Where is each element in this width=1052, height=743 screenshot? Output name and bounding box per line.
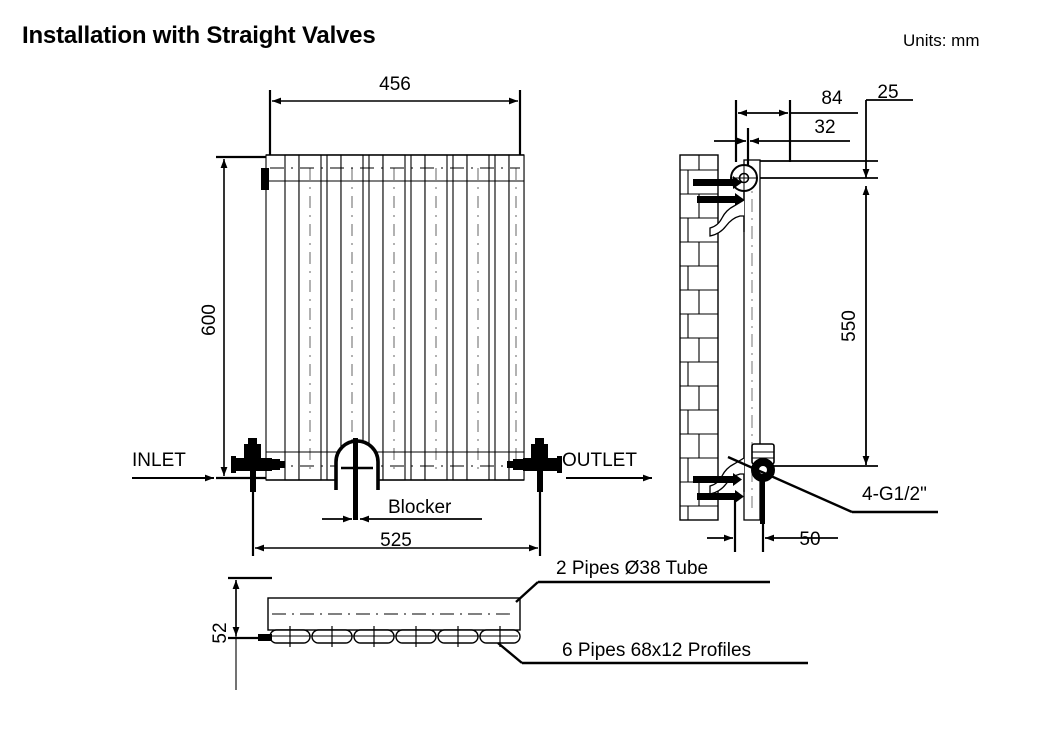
plan-profile-row <box>269 629 521 644</box>
dim-width-456: 456 <box>268 74 522 165</box>
outlet-marker: OUTLET <box>562 450 652 482</box>
wall-anchor-bottom <box>693 473 744 503</box>
inlet-marker: INLET <box>132 450 214 482</box>
tube-note: 2 Pipes Ø38 Tube <box>556 558 708 579</box>
dim-valve-centers-525: 525 <box>251 480 542 556</box>
plan-left-cap <box>258 634 272 641</box>
top-header-rail <box>261 154 524 190</box>
dim-84: 84 <box>734 88 858 162</box>
page-title: Installation with Straight Valves <box>22 22 376 49</box>
dim-50: 50 <box>707 496 838 552</box>
blocker-part <box>334 438 380 520</box>
front-view: 456 600 <box>132 74 652 556</box>
tube-profiles <box>284 154 525 481</box>
blocker-leader: Blocker <box>322 497 482 523</box>
dim-25-value: 25 <box>877 82 898 103</box>
dim-550-value: 550 <box>839 310 860 342</box>
profile-note: 6 Pipes 68x12 Profiles <box>562 640 751 661</box>
dim-25: 25 <box>760 82 913 179</box>
dim-height-value: 600 <box>199 304 220 336</box>
wall-anchor-top <box>693 176 744 206</box>
plan-header-tube <box>267 597 521 631</box>
outlet-label: OUTLET <box>562 450 637 471</box>
dim-52-value: 52 <box>210 622 231 643</box>
bottom-header-rail <box>240 451 552 481</box>
dim-32-value: 32 <box>814 117 835 138</box>
dim-valve-centers-value: 525 <box>380 530 412 551</box>
dim-width-value: 456 <box>379 74 411 95</box>
side-view: 84 32 25 550 <box>679 82 938 552</box>
plan-profile-centermarks <box>272 626 518 647</box>
tube-note-leader: 2 Pipes Ø38 Tube <box>515 558 770 603</box>
thread-label: 4-G1/2" <box>862 484 927 505</box>
profile-note-leader: 6 Pipes 68x12 Profiles <box>497 640 808 665</box>
blocker-label: Blocker <box>388 497 452 518</box>
dim-32: 32 <box>714 117 850 166</box>
top-view: 52 <box>210 558 808 690</box>
dim-84-value: 84 <box>821 88 843 109</box>
units-note: Units: mm <box>903 31 980 50</box>
top-left-plug <box>261 168 269 190</box>
thread-callout: 4-G1/2" <box>727 455 938 514</box>
tube-centerlines <box>309 168 517 470</box>
dim-550: 550 <box>770 186 878 467</box>
dim-50-value: 50 <box>799 529 820 550</box>
inlet-label: INLET <box>132 450 186 471</box>
brick-wall <box>679 154 719 521</box>
